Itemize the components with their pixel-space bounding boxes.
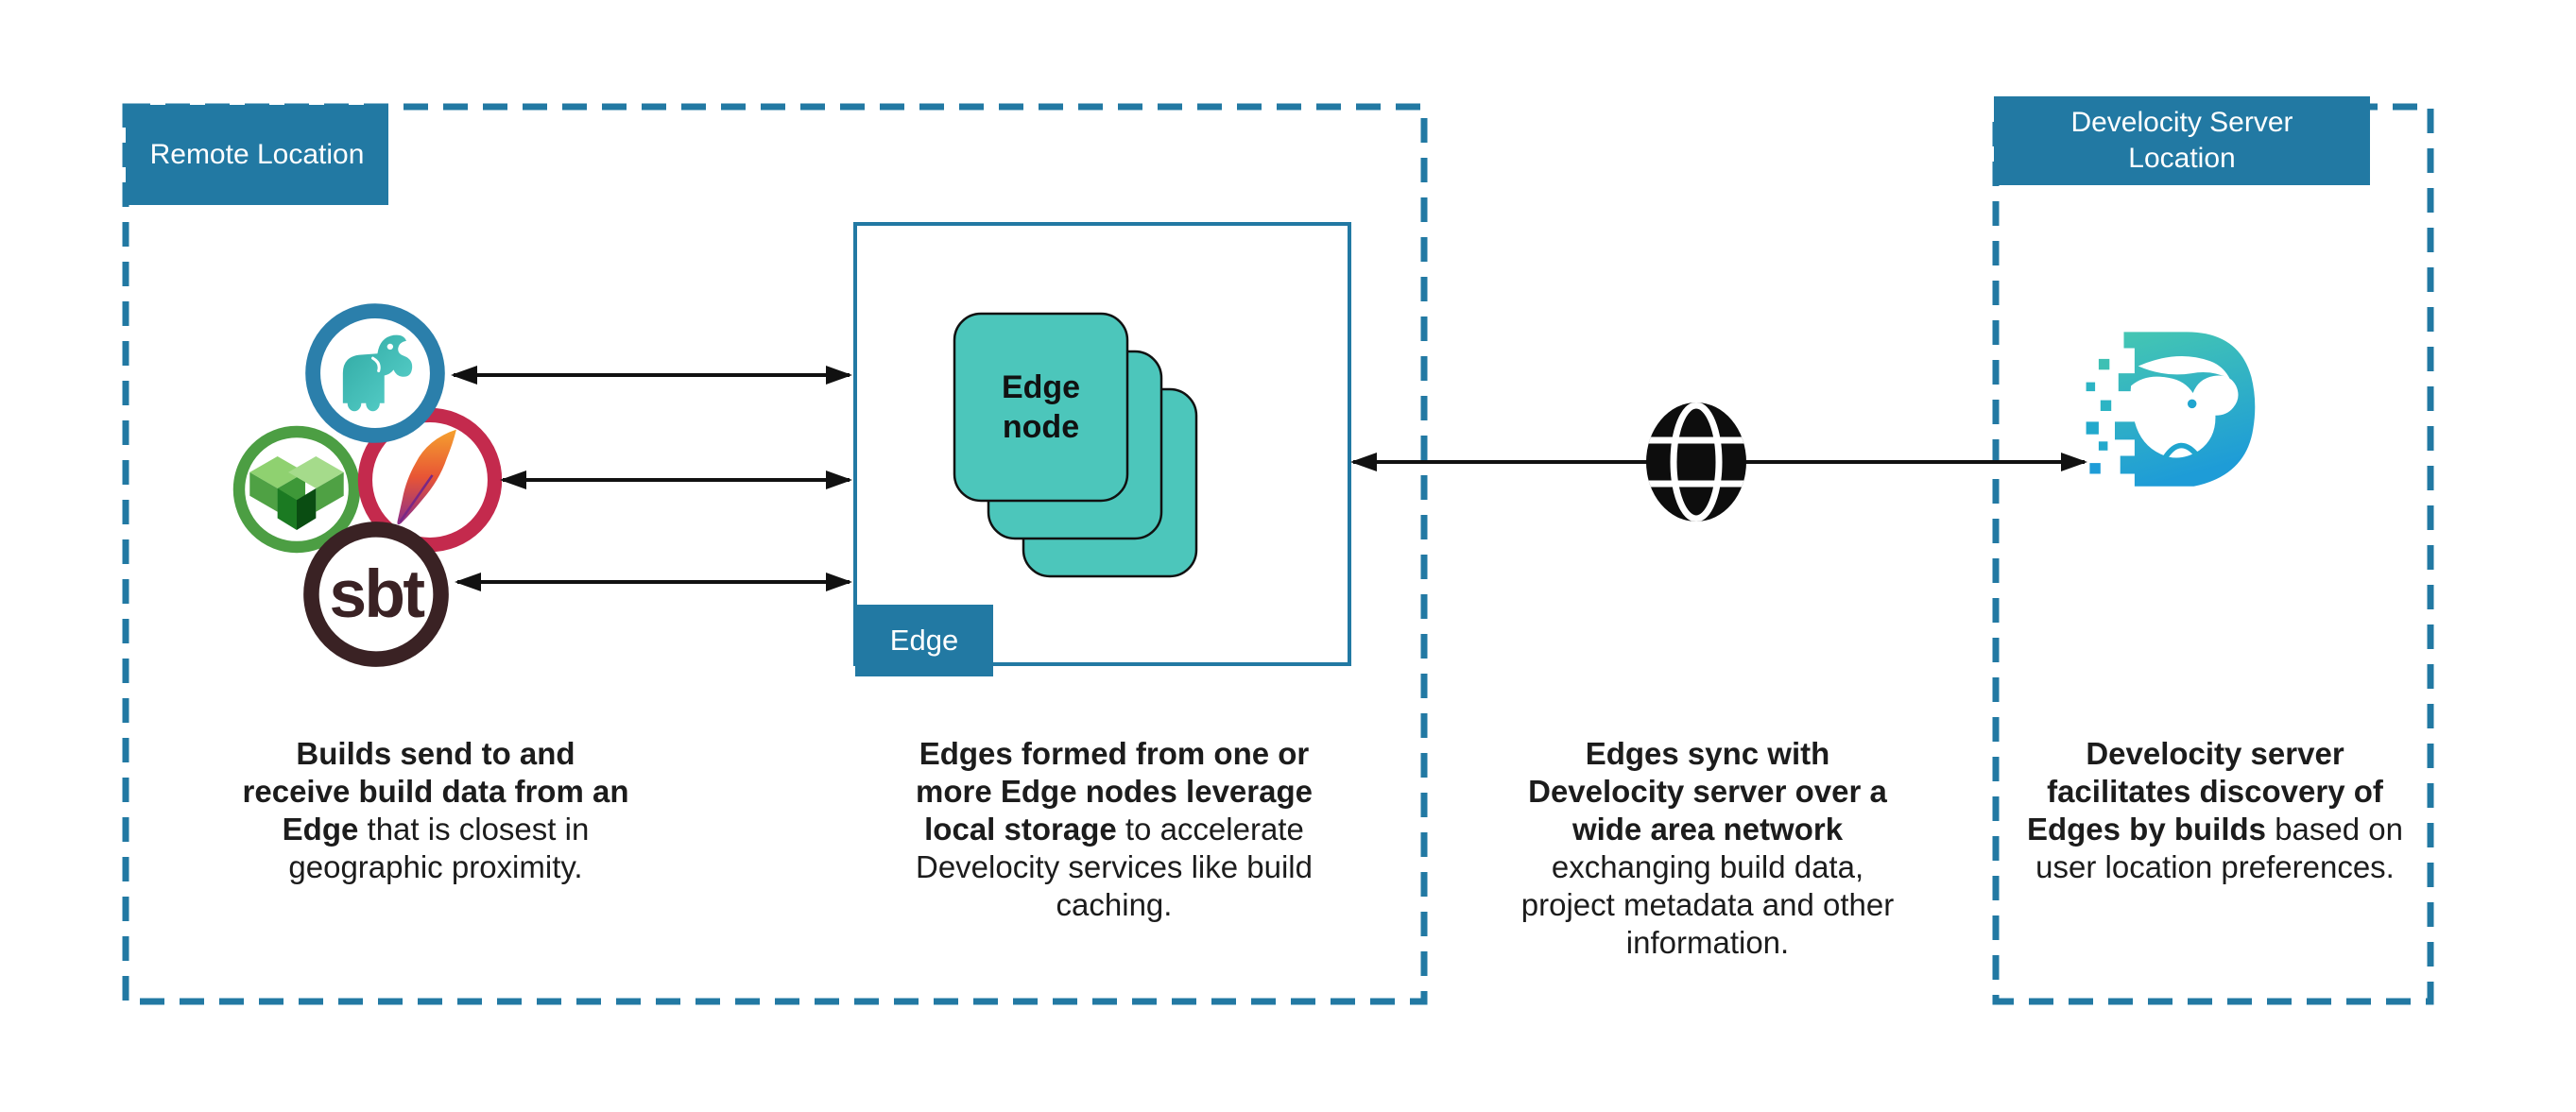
edge-node-card-front	[953, 312, 1129, 503]
network-caption-bold: Edges sync with Develocity server over a…	[1528, 736, 1887, 847]
remote-location-region-border	[122, 103, 1428, 1005]
bazel-logo-icon	[232, 425, 361, 554]
sbt-logo-icon: sbt	[303, 522, 449, 667]
edge-caption-bold: Edges formed from one or more Edge nodes…	[916, 736, 1313, 847]
server-caption-bold: Develocity server facilitates discovery …	[2026, 736, 2383, 847]
remote-caption-rest: that is closest in geographic proximity.	[288, 812, 590, 884]
network-caption: Edges sync with Develocity server over a…	[1504, 735, 1911, 962]
wan-globe-icon	[1646, 402, 1746, 522]
edge-box-label-text: Edge	[889, 624, 959, 657]
gradle-logo-icon	[305, 303, 445, 443]
edge-node-label: Edge node	[1001, 369, 1081, 445]
remote-caption: Builds send to and receive build data fr…	[242, 735, 629, 886]
develocity-logo-icon	[2086, 332, 2256, 487]
server-caption: Develocity server facilitates discovery …	[2026, 735, 2404, 886]
edge-node-stack	[953, 312, 1198, 578]
edge-box-label: Edge	[855, 605, 993, 676]
remote-location-title: Remote Location	[149, 139, 365, 170]
remote-location-header: Remote Location	[126, 105, 388, 205]
edge-caption: Edges formed from one or more Edge nodes…	[916, 735, 1313, 924]
network-caption-rest: exchanging build data, project metadata …	[1520, 849, 1895, 960]
remote-caption-bold: Builds send to and receive build data fr…	[242, 736, 629, 847]
develocity-server-title: Develocity Server Location	[2070, 107, 2293, 174]
server-caption-rest: based on user location preferences.	[2035, 812, 2403, 884]
sbt-logo-text: sbt	[329, 557, 424, 632]
edge-caption-rest: to accelerate Develocity services like b…	[916, 812, 1313, 922]
develocity-server-header: Develocity Server Location	[1994, 96, 2370, 185]
